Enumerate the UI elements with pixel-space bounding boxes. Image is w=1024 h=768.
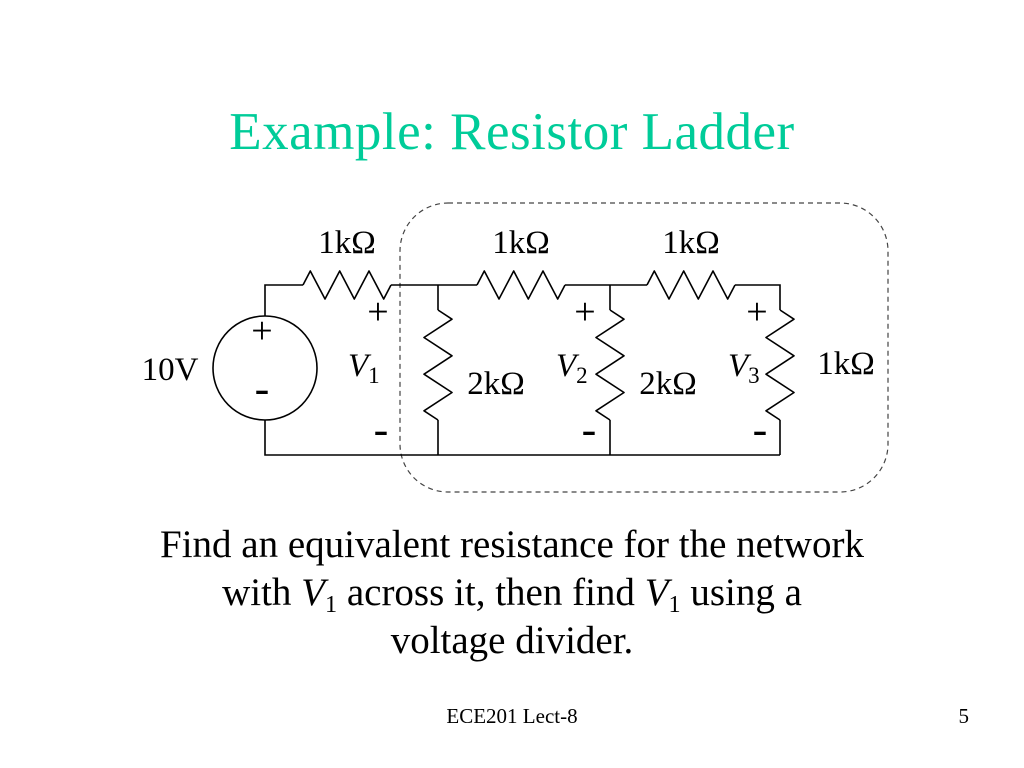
- resistor-shunt-2: [595, 309, 625, 421]
- footer-page-number: 5: [958, 704, 970, 728]
- resistor-right: [765, 309, 795, 421]
- body-line-3: voltage divider.: [0, 617, 1024, 665]
- resistor-right-label: 1kΩ: [817, 346, 875, 382]
- resistor-top-2: [476, 270, 566, 300]
- source-plus-sign: +: [251, 310, 272, 352]
- voltage-source-circle: [212, 315, 318, 421]
- v1-variable: V: [301, 571, 325, 614]
- source-minus-sign: -: [255, 364, 270, 413]
- body-line-1: Find an equivalent resistance for the ne…: [0, 521, 1024, 569]
- body-text-fragment: voltage divider.: [390, 619, 634, 662]
- body-text-fragment: Find an equivalent resistance for the ne…: [160, 523, 864, 566]
- body-text-fragment: across it, then find: [337, 571, 645, 614]
- circuit-wires: [264, 284, 781, 456]
- v3-minus-sign: -: [753, 405, 768, 454]
- resistor-shunt-1: [423, 309, 453, 421]
- v3-plus-sign: +: [746, 291, 767, 333]
- v1-plus-sign: +: [367, 291, 388, 333]
- v1-minus-sign: -: [374, 405, 389, 454]
- resistor-top-3-label: 1kΩ: [662, 225, 720, 261]
- v1-label: V1: [348, 348, 380, 388]
- resistor-top-1-label: 1kΩ: [318, 225, 376, 261]
- body-text-fragment: with: [222, 571, 302, 614]
- slide-title: Example: Resistor Ladder: [229, 103, 795, 161]
- resistor-shunt-1-label: 2kΩ: [467, 366, 525, 402]
- body-line-2: with V1 across it, then find V1 using a: [0, 569, 1024, 617]
- source-voltage-label: 10V: [142, 352, 199, 388]
- body-text: Find an equivalent resistance for the ne…: [0, 521, 1024, 665]
- v2-minus-sign: -: [582, 405, 597, 454]
- v1-variable: V: [644, 571, 669, 614]
- v2-label: V2: [556, 348, 588, 388]
- resistor-top-2-label: 1kΩ: [492, 225, 550, 261]
- v2-plus-sign: +: [574, 291, 595, 333]
- resistor-shunt-2-label: 2kΩ: [639, 366, 697, 402]
- footer-course-label: ECE201 Lect-8: [446, 704, 578, 728]
- resistor-top-1: [302, 270, 392, 300]
- v1-subscript: 1: [668, 590, 681, 618]
- v3-label: V3: [728, 348, 760, 388]
- network-boundary-dashed-box: [399, 202, 889, 493]
- resistor-top-3: [646, 270, 736, 300]
- v1-subscript: 1: [324, 590, 338, 618]
- body-text-fragment: using a: [680, 571, 802, 614]
